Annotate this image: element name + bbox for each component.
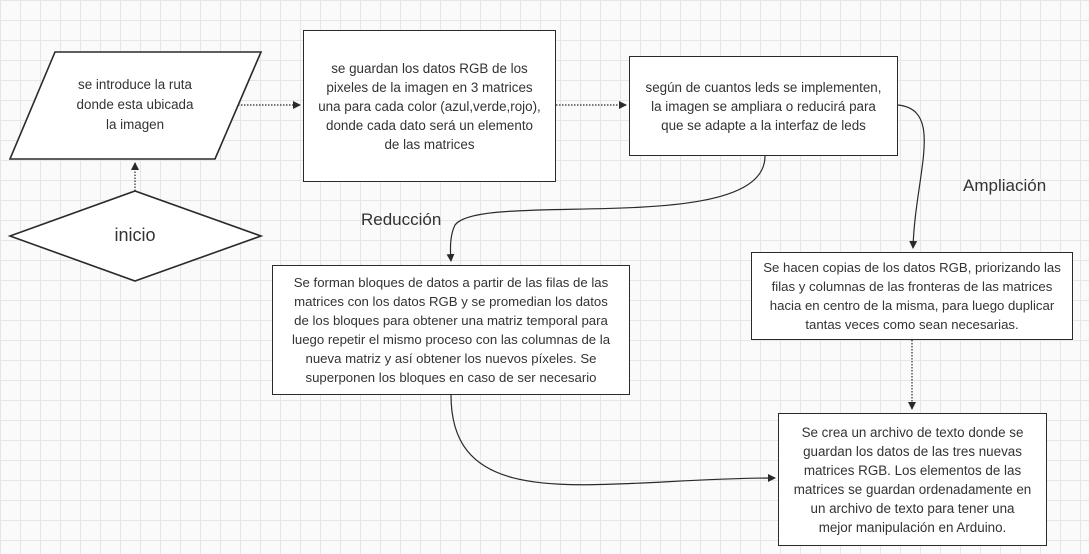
output-file-node[interactable]: Se crea un archivo de texto donde se gua… xyxy=(778,413,1047,546)
scale-node-text: según de cuantos leds se implementen, la… xyxy=(645,79,882,133)
input-parallelogram-shape[interactable] xyxy=(8,51,263,160)
scale-node[interactable]: según de cuantos leds se implementen, la… xyxy=(629,56,898,156)
arrow-scale-to-reduction xyxy=(446,155,766,262)
reduction-edge-label: Reducción xyxy=(361,210,442,229)
arrow-scale-to-expansion xyxy=(897,104,925,249)
start-decision-shape[interactable] xyxy=(7,190,264,282)
start-node-label: inicio xyxy=(114,224,156,245)
expansion-node[interactable]: Se hacen copias de los datos RGB, priori… xyxy=(751,252,1073,340)
expansion-edge-label: Ampliación xyxy=(963,176,1047,195)
store-rgb-node[interactable]: se guardan los datos RGB de los pixeles … xyxy=(303,30,556,182)
reduction-node[interactable]: Se forman bloques de datos a partir de l… xyxy=(272,265,630,395)
reduction-node-text: Se forman bloques de datos a partir de l… xyxy=(291,275,611,385)
store-rgb-node-text: se guardan los datos RGB de los pixeles … xyxy=(318,60,541,152)
input-node-label: se introduce la ruta donde esta ubicada … xyxy=(76,77,194,132)
expansion-node-text: Se hacen copias de los datos RGB, priori… xyxy=(763,260,1061,332)
arrow-reduction-to-output xyxy=(450,394,776,486)
output-file-node-text: Se crea un archivo de texto donde se gua… xyxy=(793,424,1032,535)
